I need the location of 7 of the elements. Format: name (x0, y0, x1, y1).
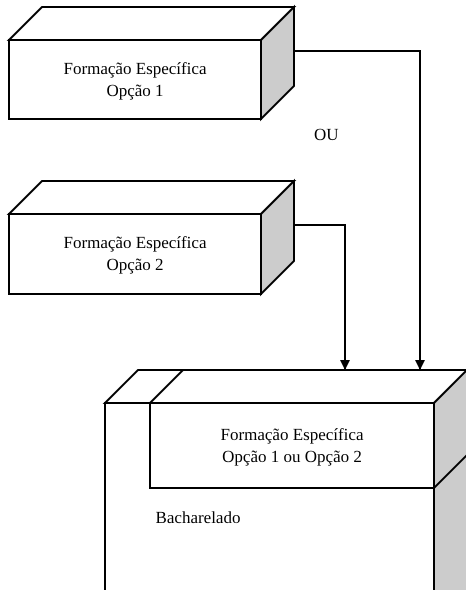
text-label: OU (314, 124, 339, 146)
box-label: Formação Específica Opção 1 (62, 58, 208, 102)
arrow (294, 224, 350, 370)
box-label: Bacharelado (156, 507, 240, 529)
arrow (294, 50, 425, 370)
box-label: Formação Específica Opção 2 (62, 232, 208, 276)
box-label: Formação Específica Opção 1 ou Opção 2 (219, 424, 364, 468)
